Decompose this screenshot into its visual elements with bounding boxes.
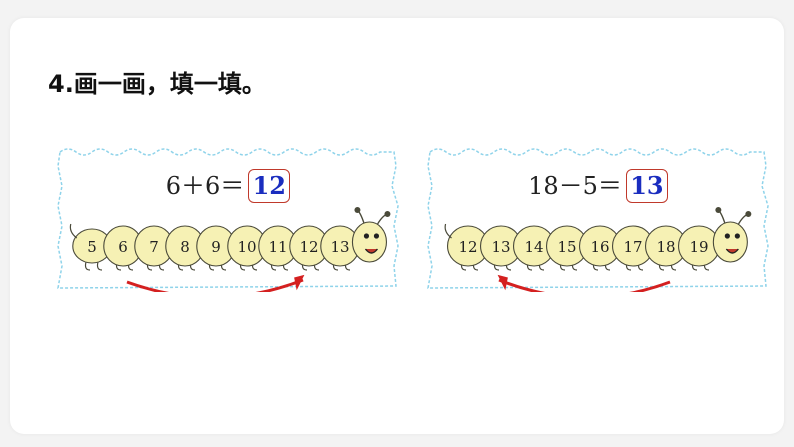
caterpillar-segment: 12 bbox=[289, 225, 329, 267]
equation-text: 18－5＝ bbox=[528, 172, 622, 200]
segment-number: 12 bbox=[299, 238, 318, 256]
segment-number: 12 bbox=[458, 238, 477, 256]
caterpillar-number-line: 5 6 7 8 9 10 11 12 13 bbox=[69, 207, 391, 292]
caterpillar-legs bbox=[84, 261, 103, 271]
segment-number: 8 bbox=[180, 238, 190, 256]
caterpillar-segment: 17 bbox=[611, 225, 655, 267]
segment-number: 13 bbox=[491, 238, 510, 256]
caterpillar-segment: 13 bbox=[479, 225, 523, 267]
segment-number: 19 bbox=[689, 238, 708, 256]
caterpillar-segment: 11 bbox=[258, 225, 298, 267]
exercise-title: 4.画一画，填一填。 bbox=[48, 70, 266, 98]
equation: 6＋6＝12 bbox=[54, 166, 402, 203]
caterpillar-tail bbox=[444, 223, 452, 239]
segment-number: 6 bbox=[118, 238, 128, 256]
segment-number: 11 bbox=[268, 238, 287, 256]
segment-number: 7 bbox=[149, 238, 159, 256]
segment-number: 16 bbox=[590, 238, 609, 256]
caterpillar-segment: 14 bbox=[512, 225, 556, 267]
segment-number: 10 bbox=[237, 238, 256, 256]
segment-number: 17 bbox=[623, 238, 642, 256]
jump-arrow bbox=[126, 274, 305, 292]
caterpillar-head bbox=[712, 207, 752, 263]
segment-number: 15 bbox=[557, 238, 576, 256]
jump-arrow bbox=[497, 274, 671, 292]
answer-box: 13 bbox=[625, 169, 668, 203]
equation-text: 6＋6＝ bbox=[165, 172, 245, 200]
caterpillar-number-line: 12 13 14 15 16 17 18 19 bbox=[444, 207, 752, 292]
caterpillar-segment: 19 bbox=[677, 225, 721, 267]
caterpillar-segment: 18 bbox=[644, 225, 688, 267]
segment-number: 14 bbox=[524, 238, 543, 256]
caterpillar-segment: 9 bbox=[196, 225, 236, 267]
equation: 18－5＝13 bbox=[424, 166, 772, 203]
caterpillar-tail bbox=[69, 223, 78, 239]
answer-box: 12 bbox=[248, 169, 291, 203]
segment-number: 18 bbox=[656, 238, 675, 256]
segment-number: 9 bbox=[211, 238, 221, 256]
caterpillar-segment: 13 bbox=[320, 225, 360, 267]
segment-number: 5 bbox=[87, 238, 97, 256]
segment-number: 13 bbox=[330, 238, 349, 256]
caterpillar-segment: 5 bbox=[72, 228, 112, 264]
caterpillar-head bbox=[351, 207, 391, 263]
